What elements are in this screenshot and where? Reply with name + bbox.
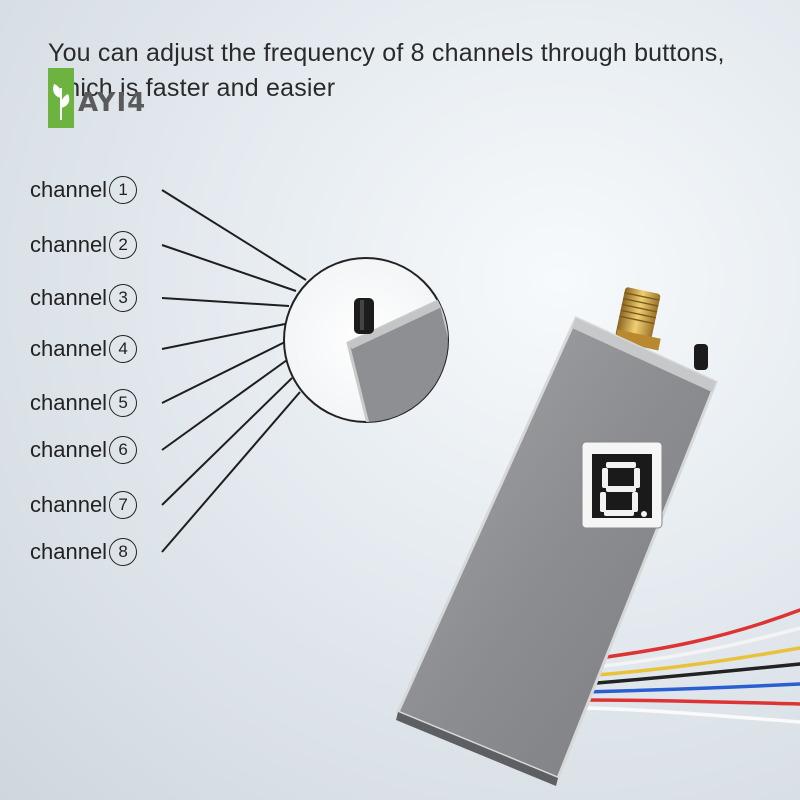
channel-number: 8 [109,538,138,566]
channel-word: channel [30,177,108,202]
channel-word: channel [30,336,108,361]
channel-word: channel [30,492,108,517]
channel-word: channel [30,437,108,462]
channel-button [694,344,708,370]
channel-number: 7 [109,491,138,519]
transmitter-module [395,316,718,786]
channel-word: channel [30,232,108,257]
channel-word: channel [30,285,108,310]
leader-lines [161,189,307,553]
leaf-logo-icon [48,68,74,128]
channel-word: channel [30,539,108,564]
logo-text: AYI4 [78,88,147,118]
headline-line1: You can adjust the frequency of 8 channe… [48,39,725,67]
channel-number: 2 [109,231,138,259]
headline: You can adjust the frequency of 8 channe… [48,36,788,106]
headline-line2: which is faster and easier [48,74,336,102]
antenna-connector [615,287,661,351]
seven-segment-display [581,441,663,529]
channel-word: channel [30,390,108,415]
wires [583,608,800,724]
brand-logo: AYI4 [48,68,148,128]
channel-number: 4 [109,335,138,363]
channel-number: 1 [109,176,138,204]
channel-number: 3 [109,284,138,312]
channel-number: 6 [109,436,138,464]
channel-number: 5 [109,389,138,417]
